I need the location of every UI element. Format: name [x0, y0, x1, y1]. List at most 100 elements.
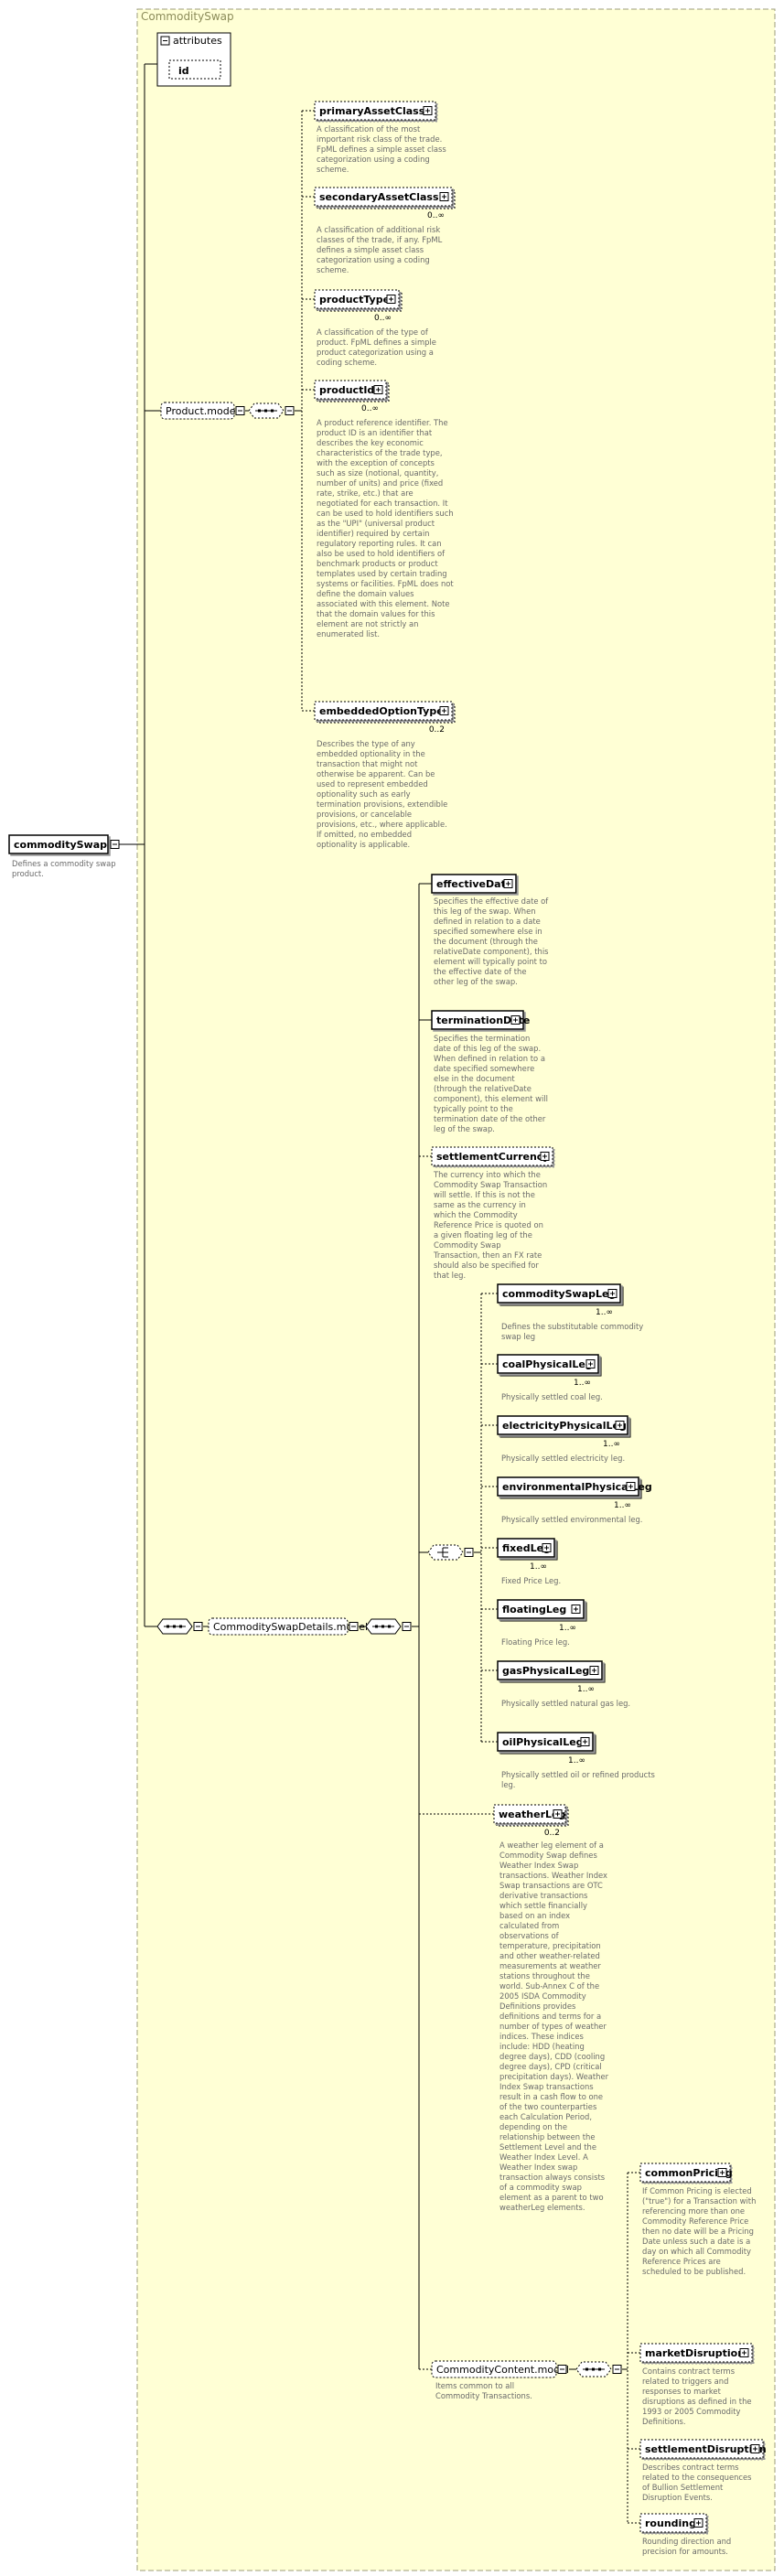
element-floatingLeg[interactable]: floatingLeg	[497, 1599, 587, 1622]
doc-effectiveDate: Specifies the effective date of this leg…	[434, 896, 549, 986]
plus-box-icon[interactable]	[589, 1666, 599, 1675]
element-frame	[497, 1476, 639, 1497]
sequence-dot	[258, 409, 261, 413]
element-frame	[314, 380, 387, 400]
plus-box-icon[interactable]	[750, 2444, 760, 2453]
plus-box-icon[interactable]	[373, 385, 383, 394]
plus-box-icon[interactable]	[439, 192, 449, 201]
element-label: floatingLeg	[502, 1604, 566, 1615]
plus-box-icon[interactable]	[739, 2348, 749, 2357]
element-frame	[639, 2163, 731, 2183]
sequence-dot	[598, 2367, 601, 2371]
minus-box-icon[interactable]	[402, 1622, 412, 1631]
choice-compositor-icon[interactable]	[427, 1544, 474, 1561]
element-electricityPhysicalLeg[interactable]: electricityPhysicalLeg	[497, 1415, 631, 1438]
sequence-compositor-icon[interactable]	[156, 1618, 203, 1635]
element-weatherLeg[interactable]: weatherLeg	[493, 1804, 569, 1827]
sequence-dot	[173, 1625, 176, 1628]
plus-box-icon[interactable]	[510, 1015, 521, 1025]
cardinality-label: 1..∞	[574, 1379, 591, 1388]
element-commonPricing[interactable]: commonPricing	[639, 2163, 733, 2183]
doc-floatingLeg: Floating Price leg.	[501, 1637, 570, 1647]
plus-box-icon[interactable]	[693, 2518, 703, 2528]
group-commodity-swap-details[interactable]: CommoditySwapDetails.model	[208, 1617, 368, 1636]
doc-gasPhysicalLeg: Physically settled natural gas leg.	[501, 1699, 631, 1708]
minus-box-icon[interactable]	[160, 36, 170, 46]
element-frame	[639, 2343, 753, 2363]
element-frame	[497, 1660, 603, 1680]
element-settlementDisruption[interactable]: settlementDisruption	[639, 2439, 767, 2459]
sequence-compositor-icon[interactable]	[575, 2361, 622, 2377]
doc-commonPricing: If Common Pricing is elected ("true") fo…	[642, 2186, 757, 2276]
plus-box-icon[interactable]	[607, 1289, 618, 1298]
minus-box-icon[interactable]	[612, 2365, 622, 2374]
element-rounding[interactable]: rounding	[639, 2513, 707, 2533]
doc-rounding: Rounding direction and precision for amo…	[642, 2537, 732, 2556]
element-fixedLeg[interactable]: fixedLeg	[497, 1538, 558, 1561]
plus-box-icon[interactable]	[580, 1737, 590, 1746]
element-productType[interactable]: productType	[314, 289, 403, 312]
sequence-compositor-icon[interactable]	[365, 1618, 412, 1635]
sequence-dot	[179, 1625, 182, 1628]
id-attribute-frame[interactable]	[168, 59, 221, 80]
cardinality-label: 1..∞	[603, 1440, 620, 1449]
plus-box-icon[interactable]	[439, 706, 449, 715]
element-marketDisruption[interactable]: marketDisruption	[639, 2343, 753, 2363]
element-embeddedOptionType[interactable]: embeddedOptionType	[314, 701, 456, 724]
plus-box-icon[interactable]	[542, 1543, 552, 1552]
doc-secondaryAssetClass: A classification of additional risk clas…	[317, 225, 443, 274]
sequence-dot	[166, 1625, 169, 1628]
minus-box-icon[interactable]	[464, 1548, 474, 1557]
plus-box-icon[interactable]	[503, 879, 513, 888]
sequence-compositor-icon[interactable]	[248, 402, 295, 419]
plus-box-icon[interactable]	[626, 1482, 636, 1491]
element-productId[interactable]: productId	[314, 380, 390, 402]
minus-box-icon[interactable]	[235, 406, 245, 415]
group-product-model[interactable]: Product.model	[160, 402, 245, 420]
plus-box-icon[interactable]	[585, 1359, 596, 1368]
element-environmentalPhysicalLeg[interactable]: environmentalPhysicalLeg	[497, 1476, 652, 1499]
cardinality-label: 0..∞	[374, 314, 392, 323]
plus-box-icon[interactable]	[540, 1152, 550, 1161]
element-frame	[639, 2513, 707, 2533]
element-terminationDate[interactable]: terminationDate	[431, 1010, 530, 1030]
element-secondaryAssetClass[interactable]: secondaryAssetClass	[314, 187, 456, 209]
sequence-dot	[271, 409, 274, 413]
minus-box-icon[interactable]	[349, 1622, 359, 1631]
element-label: productId	[319, 384, 374, 396]
element-settlementCurrency[interactable]: settlementCurrency	[431, 1146, 553, 1166]
minus-box-icon[interactable]	[557, 2365, 567, 2374]
cardinality-label: 1..∞	[614, 1501, 631, 1510]
element-effectiveDate[interactable]: effectiveDate	[431, 874, 517, 894]
cardinality-label: 0..∞	[361, 404, 379, 413]
minus-box-icon[interactable]	[193, 1622, 203, 1631]
element-coalPhysicalLeg[interactable]: coalPhysicalLeg	[497, 1354, 602, 1377]
plus-box-icon[interactable]	[423, 106, 433, 115]
commodity-swap-panel	[136, 8, 776, 2571]
element-commoditySwapLeg[interactable]: commoditySwapLeg	[497, 1283, 624, 1306]
element-gasPhysicalLeg[interactable]: gasPhysicalLeg	[497, 1660, 606, 1683]
plus-box-icon[interactable]	[615, 1421, 625, 1430]
plus-box-icon[interactable]	[717, 2168, 727, 2177]
minus-box-icon[interactable]	[285, 406, 295, 415]
element-label: gasPhysicalLeg	[502, 1665, 589, 1677]
element-primaryAssetClass[interactable]: primaryAssetClass	[314, 101, 436, 121]
doc-settlementDisruption: Describes contract terms related to the …	[642, 2463, 752, 2502]
doc-terminationDate: Specifies the termination date of this l…	[434, 1034, 548, 1133]
sequence-dot	[585, 2367, 588, 2371]
cardinality-label: 1..∞	[577, 1685, 595, 1694]
plus-box-icon[interactable]	[553, 1809, 563, 1819]
root-element-commoditySwap[interactable]: commoditySwap	[8, 834, 120, 854]
plus-box-icon[interactable]	[386, 295, 396, 304]
element-oilPhysicalLeg[interactable]: oilPhysicalLeg	[497, 1732, 596, 1755]
element-label: marketDisruption	[645, 2347, 745, 2359]
plus-box-icon[interactable]	[571, 1605, 581, 1614]
sequence-dot	[388, 1625, 391, 1628]
minus-box-icon[interactable]	[110, 840, 120, 849]
doc-productType: A classification of the type of product.…	[317, 327, 436, 367]
group-commodity-content[interactable]: CommodityContent.model	[431, 2360, 569, 2378]
cardinality-label: 1..∞	[559, 1624, 576, 1633]
doc-environmentalPhysicalLeg: Physically settled environmental leg.	[501, 1515, 643, 1524]
